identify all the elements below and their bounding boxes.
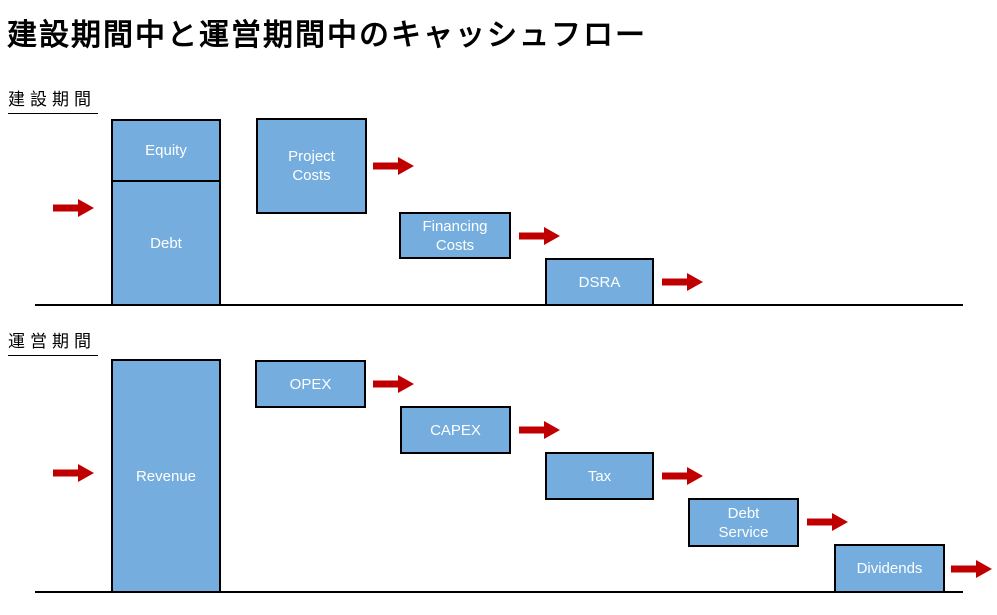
arrow-after-dsra [662,273,703,291]
right-arrow-icon [373,157,414,175]
arrow-after-tax [662,467,703,485]
tax-box: Tax [545,452,654,500]
revenue-box: Revenue [111,359,221,593]
capex-box: CAPEX [400,406,511,454]
right-arrow-icon [373,375,414,393]
construction-baseline [35,304,963,306]
arrow-after-dividends [951,560,992,578]
right-arrow-icon [519,227,560,245]
right-arrow-icon [53,464,94,482]
equity-box: Equity [111,119,221,182]
financing-costs-box: Financing Costs [399,212,511,259]
arrow-after-project-costs [373,157,414,175]
opex-box: OPEX [255,360,366,408]
right-arrow-icon [807,513,848,531]
arrow-after-capex [519,421,560,439]
page-title: 建設期間中と運営期間中のキャッシュフロー [7,19,647,52]
arrow-inflow-construction [53,199,94,217]
project-costs-box: Project Costs [256,118,367,214]
right-arrow-icon [951,560,992,578]
debt-service-box: Debt Service [688,498,799,547]
arrow-after-debt-service [807,513,848,531]
dsra-box: DSRA [545,258,654,306]
right-arrow-icon [662,467,703,485]
construction-section-label: 建設期間 [8,85,98,114]
arrow-after-opex [373,375,414,393]
debt-box: Debt [111,180,221,306]
right-arrow-icon [53,199,94,217]
operation-baseline [35,591,963,593]
arrow-inflow-operation [53,464,94,482]
arrow-after-financing-costs [519,227,560,245]
right-arrow-icon [662,273,703,291]
dividends-box: Dividends [834,544,945,593]
operation-section-label: 運営期間 [8,327,98,356]
right-arrow-icon [519,421,560,439]
